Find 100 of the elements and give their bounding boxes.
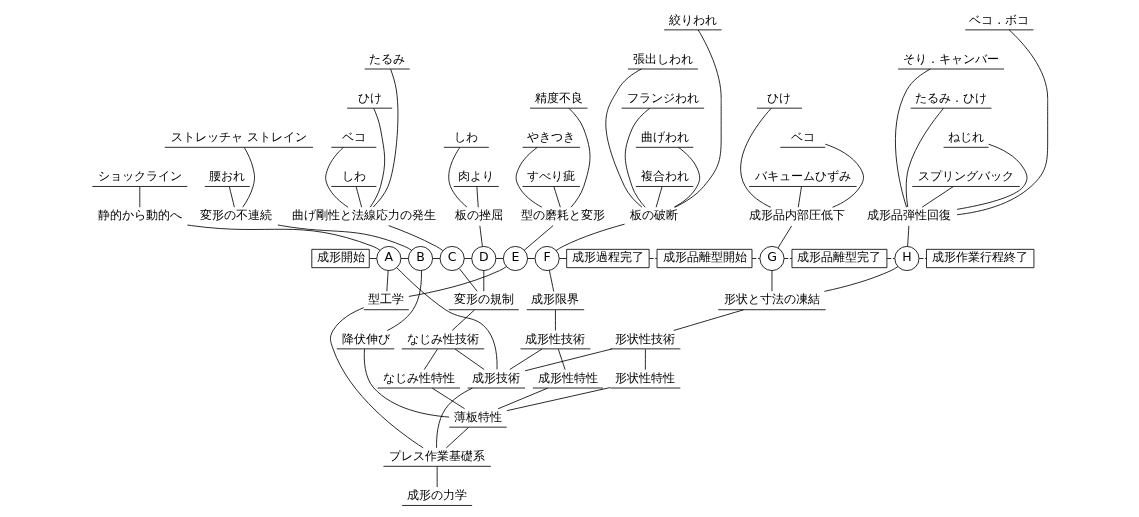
node-text: ひけ: [766, 89, 791, 105]
connector: [445, 427, 469, 449]
node-text: 腰おれ: [208, 168, 245, 184]
connector: [558, 258, 567, 259]
node-text: プレス作業基礎系: [388, 448, 485, 464]
node-text: 型工学: [367, 291, 404, 307]
connector: [423, 348, 438, 371]
connector: [276, 224, 412, 251]
connector: [400, 258, 409, 259]
node-text: ひけ: [357, 89, 382, 105]
connector: [454, 348, 485, 370]
node-text: 成形品内部圧低下: [748, 207, 845, 223]
connector: [451, 309, 475, 331]
connector: [894, 68, 931, 208]
node-text: 張出しわれ: [632, 50, 693, 66]
connector: [905, 107, 944, 208]
node-text: 成形品弾性回復: [866, 207, 951, 223]
connector: [435, 387, 473, 449]
connector: [463, 258, 472, 259]
connector: [447, 147, 467, 208]
node-text: 曲げわれ: [640, 129, 689, 145]
connector: [906, 225, 909, 247]
node-text: 成形限界: [530, 291, 579, 307]
connector: [385, 270, 389, 292]
connector: [138, 186, 140, 208]
node-circle: D: [470, 246, 496, 271]
node-text: 成形性技術: [524, 330, 585, 346]
connector: [458, 268, 478, 292]
node-text: たるみ: [368, 50, 405, 66]
connector: [648, 258, 657, 259]
node-circle: B: [407, 246, 433, 271]
connector: [557, 348, 566, 371]
connector: [372, 68, 398, 208]
connector: [673, 146, 700, 208]
node-text: 精度不良: [534, 89, 583, 105]
connector: [241, 147, 255, 208]
node-box: 成形作業行程終了: [925, 248, 1034, 269]
node-text: スプリングバック: [917, 168, 1014, 184]
connector: [956, 143, 1027, 210]
node-circle: G: [759, 246, 784, 271]
node-text: ベコ: [341, 129, 366, 145]
connector: [555, 223, 625, 251]
node-box: 成形品離型完了: [791, 248, 887, 269]
connector: [186, 224, 380, 251]
connector: [824, 143, 864, 208]
node-text: 形状性特性: [614, 369, 675, 385]
connector: [475, 186, 479, 208]
connector: [396, 267, 497, 370]
connector: [655, 186, 662, 208]
connector: [431, 387, 465, 410]
node-text: 降伏伸び: [341, 330, 390, 346]
node-text: 成形性特性: [537, 369, 598, 385]
connector: [797, 186, 802, 208]
connector: [568, 108, 590, 208]
node-text: しわ: [453, 129, 478, 145]
connector: [777, 225, 792, 249]
connector: [497, 387, 548, 410]
node-text: 複合われ: [640, 168, 689, 184]
connector: [783, 258, 792, 259]
node-text: 変形の不連続: [199, 207, 272, 223]
connector: [363, 348, 450, 418]
node-text: たるみ . ひけ: [914, 89, 987, 105]
connector: [478, 225, 483, 247]
node-text: すべり疵: [526, 168, 575, 184]
connector: [368, 258, 377, 259]
node-text: ストレッチャ ストレイン: [170, 129, 307, 145]
node-text: 板の挫屈: [454, 207, 503, 223]
connector: [886, 258, 895, 259]
node-text: バキュームひずみ: [754, 168, 851, 184]
node-text: しわ: [341, 168, 366, 184]
node-text: 成形技術: [471, 369, 520, 385]
connector: [918, 258, 927, 259]
connector: [554, 309, 556, 331]
node-text: ベコ . ボコ: [968, 11, 1029, 27]
node-circle: A: [375, 246, 401, 271]
connector: [387, 225, 443, 251]
connector: [553, 186, 561, 208]
node-circle: F: [534, 246, 560, 271]
connector: [605, 68, 642, 208]
connector: [515, 146, 542, 208]
node-text: 形状と寸法の凍結: [723, 291, 820, 307]
connector: [482, 270, 484, 292]
connector: [644, 348, 646, 371]
node-text: 肉より: [457, 168, 494, 184]
connector: [548, 269, 554, 292]
connector: [624, 108, 650, 208]
connector: [771, 270, 772, 292]
node-text: やきつき: [526, 129, 575, 145]
node-text: ねじれ: [947, 129, 984, 145]
connector: [386, 270, 422, 331]
node-box: 成形過程完了: [565, 248, 650, 269]
connector: [505, 387, 611, 412]
node-box: 成形開始: [310, 248, 370, 269]
node-text: 形状性技術: [614, 330, 675, 346]
connector: [921, 186, 954, 208]
node-text: そり . キャンバー: [902, 50, 999, 66]
node-box: 成形品離型開始: [656, 248, 752, 269]
connector: [524, 348, 612, 372]
node-text: ベコ: [790, 129, 815, 145]
connector: [324, 147, 349, 208]
